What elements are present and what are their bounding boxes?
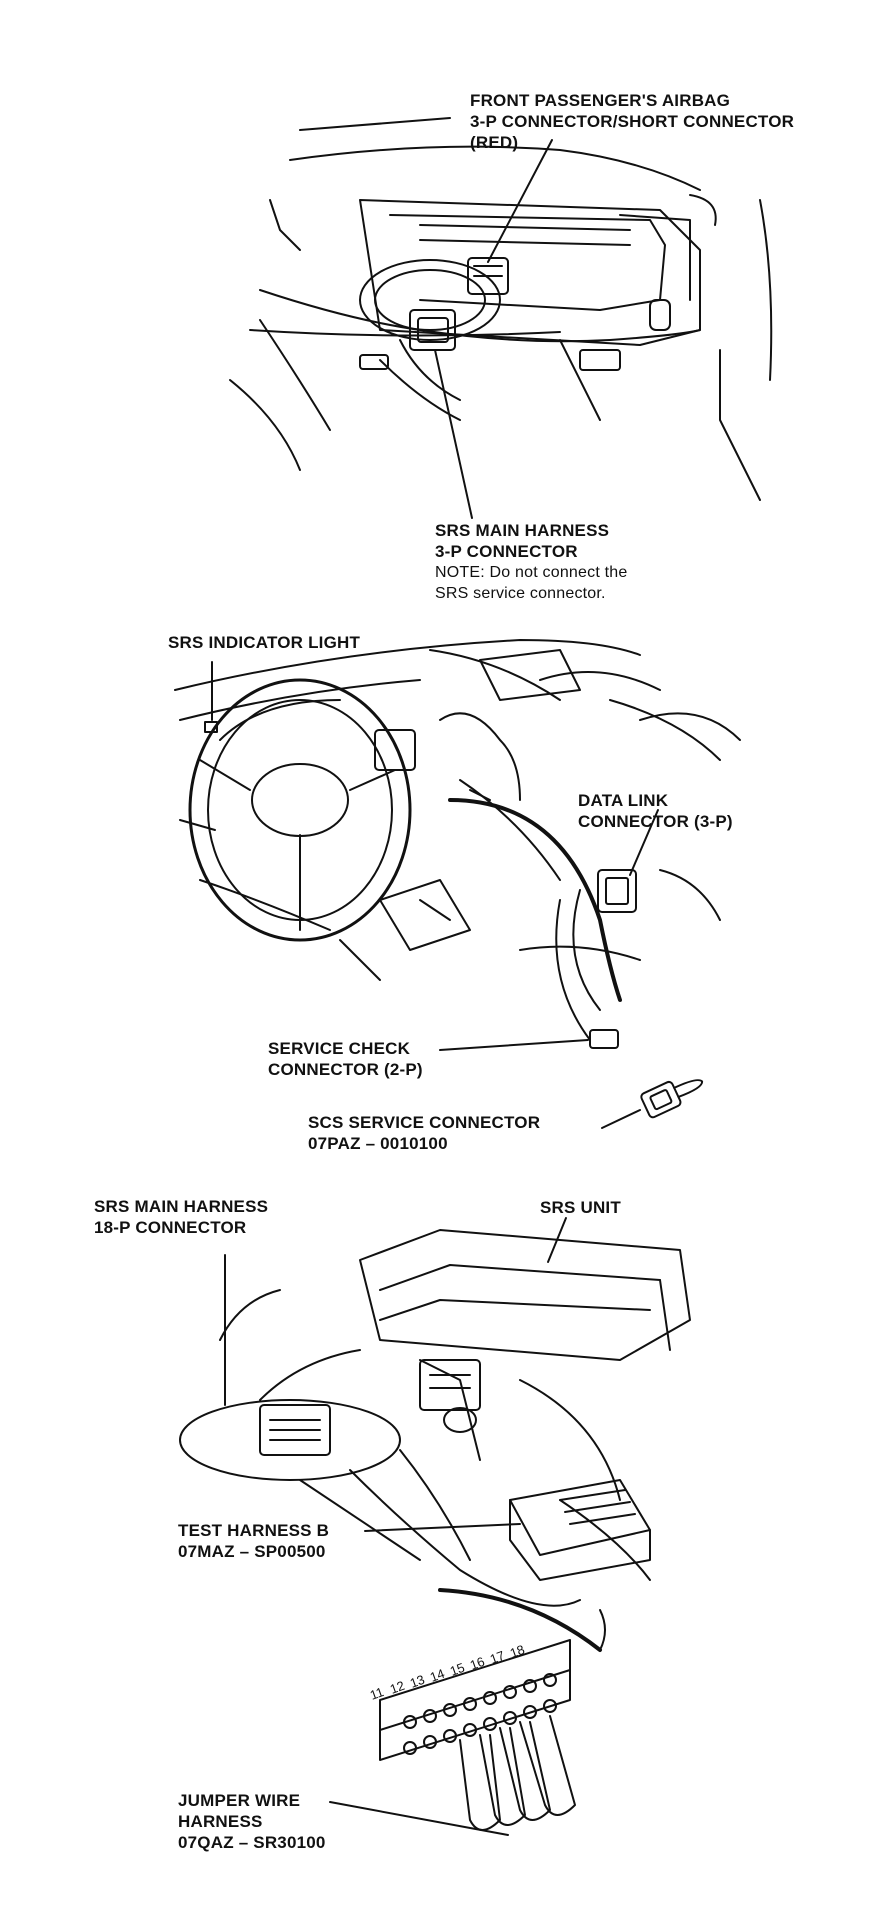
jumper-line3: 07QAZ – SR30100 xyxy=(178,1833,326,1852)
service-check-connector-label: SERVICE CHECK CONNECTOR (2-P) xyxy=(268,1038,423,1080)
test-harness-line2: 07MAZ – SP00500 xyxy=(178,1542,326,1561)
pin-number: 15 xyxy=(448,1660,467,1679)
srs-unit-label: SRS UNIT xyxy=(540,1197,621,1218)
pin-number: 11 xyxy=(368,1684,386,1703)
data-link-connector-label: DATA LINK CONNECTOR (3-P) xyxy=(578,790,733,832)
airbag-connector-label: FRONT PASSENGER'S AIRBAG 3-P CONNECTOR/S… xyxy=(470,90,794,153)
pin-number: 16 xyxy=(468,1654,487,1673)
panel1-dashboard-drawing xyxy=(229,117,773,519)
scs-line2: 07PAZ – 0010100 xyxy=(308,1134,448,1153)
pin-number: 14 xyxy=(428,1666,447,1685)
note-line1: NOTE: Do not connect the xyxy=(435,564,628,581)
jumper-line2: HARNESS xyxy=(178,1812,263,1831)
pin-number-row: 11 12 13 14 15 16 17 18 xyxy=(368,1642,527,1703)
airbag-label-line1: FRONT PASSENGER'S AIRBAG xyxy=(470,91,731,110)
srs-indicator-light-label: SRS INDICATOR LIGHT xyxy=(168,632,360,653)
harness-18p-line1: SRS MAIN HARNESS xyxy=(94,1197,269,1216)
jumper-wire-harness-label: JUMPER WIRE HARNESS 07QAZ – SR30100 xyxy=(178,1790,326,1853)
airbag-label-line2: 3-P CONNECTOR/SHORT CONNECTOR xyxy=(470,112,795,131)
pin-number: 13 xyxy=(408,1672,427,1691)
pin-number: 18 xyxy=(508,1642,527,1661)
harness-18p-line2: 18-P CONNECTOR xyxy=(94,1218,247,1237)
dlc-line1: DATA LINK xyxy=(578,791,669,810)
scc-line1: SERVICE CHECK xyxy=(268,1039,411,1058)
scc-line2: CONNECTOR (2-P) xyxy=(268,1060,423,1079)
pin-number: 12 xyxy=(388,1678,407,1697)
harness-3p-line2: 3-P CONNECTOR xyxy=(435,542,578,561)
indicator-label-text: SRS INDICATOR LIGHT xyxy=(168,633,361,652)
harness-3p-line1: SRS MAIN HARNESS xyxy=(435,521,610,540)
srs-main-harness-3p-label: SRS MAIN HARNESS 3-P CONNECTOR NOTE: Do … xyxy=(435,520,627,604)
airbag-label-line3: (RED) xyxy=(470,133,519,152)
scs-service-connector-label: SCS SERVICE CONNECTOR 07PAZ – 0010100 xyxy=(308,1112,540,1154)
panel3-srs-unit-drawing xyxy=(179,1217,691,1836)
unit-label-text: SRS UNIT xyxy=(540,1198,621,1217)
test-harness-b-label: TEST HARNESS B 07MAZ – SP00500 xyxy=(178,1520,329,1562)
note-line2: SRS service connector. xyxy=(435,585,606,602)
dlc-line2: CONNECTOR (3-P) xyxy=(578,812,733,831)
pin-number: 17 xyxy=(488,1648,507,1667)
srs-main-harness-18p-label: SRS MAIN HARNESS 18-P CONNECTOR xyxy=(94,1196,268,1238)
panel2-steering-drawing xyxy=(174,639,741,1129)
jumper-line1: JUMPER WIRE xyxy=(178,1791,301,1810)
test-harness-line1: TEST HARNESS B xyxy=(178,1521,330,1540)
scs-line1: SCS SERVICE CONNECTOR xyxy=(308,1113,541,1132)
